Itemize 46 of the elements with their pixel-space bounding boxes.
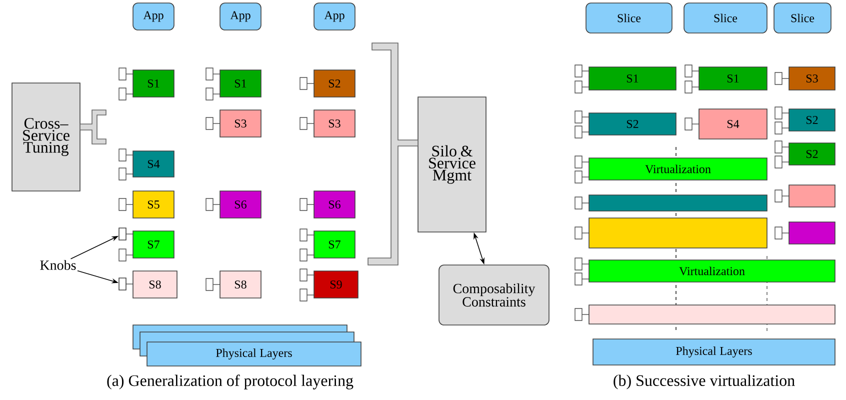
slice-box: Slice xyxy=(774,2,832,34)
service-box: S7 xyxy=(132,230,174,258)
service-box: S8 xyxy=(220,270,262,298)
service-box: S2 xyxy=(314,70,356,98)
slice-box: Slice xyxy=(586,2,672,34)
slice-box: Slice xyxy=(684,2,768,34)
app-box: App xyxy=(220,2,262,30)
service-box: S9 xyxy=(314,270,358,298)
bracket xyxy=(368,42,418,266)
service-bar xyxy=(588,194,768,212)
service-bar: S1 xyxy=(588,66,676,90)
virtualization-bar: Virtualization xyxy=(588,260,836,282)
service-bar xyxy=(588,218,768,248)
service-box: S3 xyxy=(314,110,356,138)
node-label: Physical Layers xyxy=(216,348,292,360)
management-box: Silo & Service Mgmt xyxy=(418,96,486,232)
bracket xyxy=(80,110,106,144)
service-box: S7 xyxy=(314,230,356,258)
virtualization-bar: Virtualization xyxy=(588,158,768,180)
service-box: S1 xyxy=(220,70,262,98)
service-box: S3 xyxy=(788,66,836,90)
service-box: S3 xyxy=(220,110,262,138)
app-box: App xyxy=(314,2,356,30)
service-box: S4 xyxy=(698,108,768,140)
service-box: S2 xyxy=(788,108,836,132)
service-bar: S1 xyxy=(698,66,768,90)
layer-stack: Physical Layers xyxy=(132,324,362,366)
service-box: S6 xyxy=(314,190,356,218)
app-box: App xyxy=(132,2,174,30)
service-box xyxy=(788,184,836,208)
caption: (a) Generalization of protocol layering xyxy=(107,374,354,390)
constraints-box: Composability Constraints xyxy=(438,264,550,326)
knobs-label: Knobs xyxy=(40,260,76,270)
service-box xyxy=(788,222,836,244)
service-bar xyxy=(588,304,836,324)
service-box: S2 xyxy=(788,142,836,166)
tuning-box: Cross– Service Tuning xyxy=(12,82,80,192)
knob xyxy=(118,228,126,240)
service-box: S8 xyxy=(132,270,178,298)
service-box: S5 xyxy=(132,190,174,218)
service-box: S6 xyxy=(220,190,262,218)
physical-layer-bar: Physical Layers xyxy=(592,338,836,366)
service-box: S1 xyxy=(132,70,174,98)
service-box: S4 xyxy=(132,150,174,178)
knob xyxy=(118,278,126,290)
service-bar: S2 xyxy=(588,112,676,136)
